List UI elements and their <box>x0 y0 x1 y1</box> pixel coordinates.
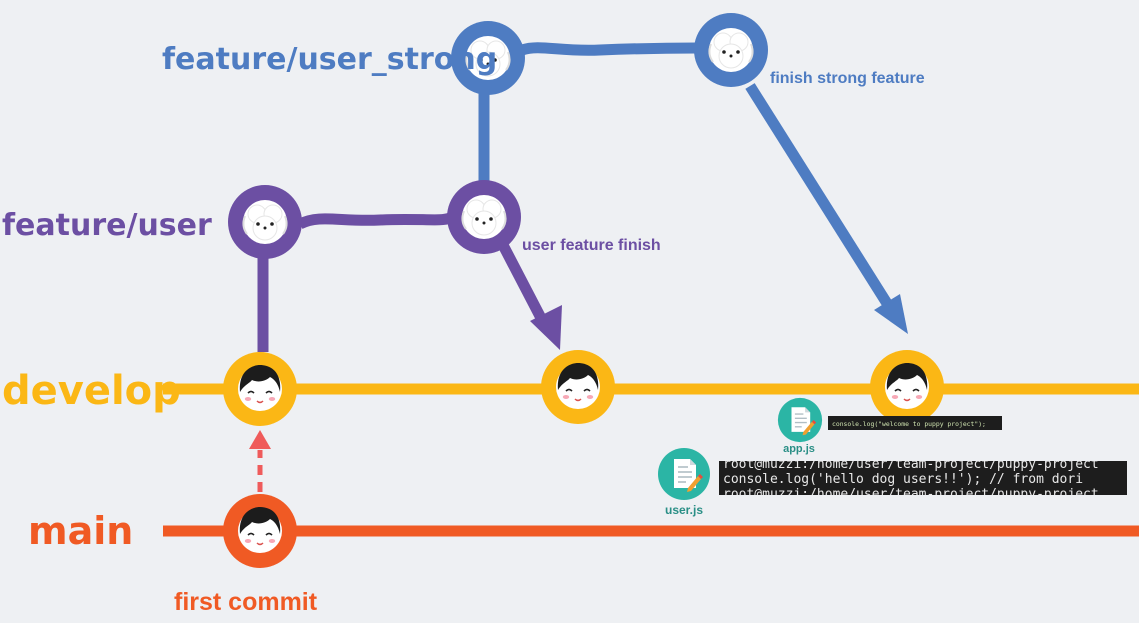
puppy-face-icon <box>708 27 754 73</box>
main-branch-label: main <box>28 509 133 553</box>
feature-user-merge-line <box>498 242 547 323</box>
user-feature-finish-label: user feature finish <box>522 237 661 254</box>
document-pencil-icon <box>657 447 711 501</box>
terminal-line-2: console.log('hello dog users!!'); // fro… <box>723 472 1083 487</box>
feature-strong-branch-label: feature/user_strong <box>162 42 497 77</box>
feature-strong-merge-arrowhead <box>874 294 908 334</box>
main-to-develop-arrowhead <box>249 430 271 449</box>
first-commit-label: first commit <box>174 588 318 616</box>
document-pencil-icon <box>777 397 823 443</box>
app-js-file[interactable]: app.js <box>777 397 823 455</box>
user-js-terminal: root@muzzi:/home/user/team-project/puppy… <box>719 457 1127 502</box>
app-js-filename: app.js <box>783 443 815 455</box>
feature-strong-commit-node-2[interactable] <box>694 13 768 87</box>
puppy-face-icon <box>242 199 288 245</box>
feature-user-branch-label: feature/user <box>2 208 212 243</box>
user-js-file[interactable]: user.js <box>657 447 711 517</box>
feature-strong-commit-node-1[interactable] <box>451 21 525 95</box>
feature-user-merge-arrowhead <box>530 305 562 350</box>
app-js-snippet-box <box>828 416 1002 430</box>
terminal-line-3: root@muzzi:/home/user/team-project/puppy… <box>723 487 1099 502</box>
feature-user-commit-node-2[interactable] <box>447 180 521 254</box>
feature-strong-branch-line <box>520 42 698 56</box>
feature-user-commit-node-1[interactable] <box>228 185 302 259</box>
main-first-commit-node[interactable] <box>223 494 297 568</box>
develop-commit-node-3[interactable] <box>870 350 944 424</box>
develop-branch-label: develop <box>2 368 181 414</box>
puppy-face-icon <box>461 194 507 240</box>
develop-commit-node-1[interactable] <box>223 352 297 426</box>
feature-strong-merge-line <box>745 83 893 308</box>
app-js-snippet: console.log("welcome to puppy project"); <box>832 420 986 428</box>
develop-commit-node-2[interactable] <box>541 350 615 424</box>
user-js-filename: user.js <box>665 503 703 517</box>
terminal-line-1: root@muzzi:/home/user/team-project/puppy… <box>723 457 1099 472</box>
feature-user-branch-line <box>297 212 453 230</box>
finish-strong-feature-label: finish strong feature <box>770 70 925 87</box>
